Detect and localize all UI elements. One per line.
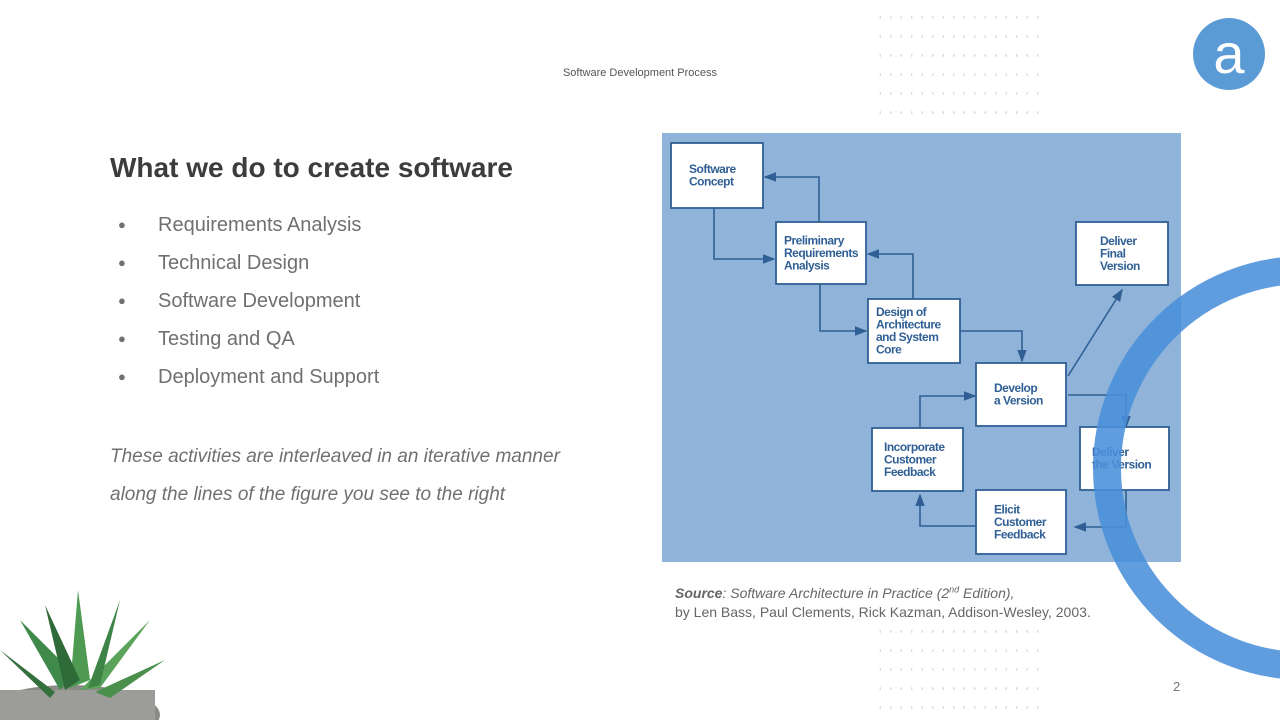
diagram-box-label: Concept	[689, 175, 734, 189]
dot-pattern-bottom	[875, 622, 1043, 720]
source-title: Software Architecture in Practice (2	[730, 584, 950, 601]
diagram-box-label: Architecture	[876, 318, 942, 332]
bullet-item: Software Development	[118, 286, 379, 324]
logo: a	[1193, 18, 1265, 90]
diagram-box-label: Core	[876, 343, 902, 357]
diagram-box-label: the Version	[1092, 458, 1151, 472]
diagram-box-label: Develop	[994, 381, 1037, 395]
iteration-note: These activities are interleaved in an i…	[110, 438, 560, 514]
bullet-item: Testing and QA	[118, 324, 379, 362]
diagram-box-label: Design of	[876, 305, 928, 319]
diagram-box-label: a Version	[994, 394, 1043, 408]
succulent-plant-image	[0, 590, 165, 720]
bullet-item: Deployment and Support	[118, 362, 379, 400]
bullet-item: Technical Design	[118, 248, 379, 286]
diagram-box-label: Software	[689, 162, 737, 176]
diagram-box-label: Deliver	[1100, 234, 1137, 248]
diagram-box-label: Elicit	[994, 502, 1020, 516]
superscript: nd	[949, 584, 960, 594]
source-title-end: Edition),	[959, 584, 1015, 601]
note-line: along the lines of the figure you see to…	[110, 484, 506, 505]
page-number: 2	[1173, 679, 1181, 694]
process-diagram: SoftwareConceptPreliminaryRequirementsAn…	[662, 133, 1181, 562]
diagram-box-label: Customer	[994, 515, 1047, 529]
diagram-box-label: Analysis	[784, 258, 830, 272]
source-label: Source	[675, 584, 723, 601]
diagram-box-label: Preliminary	[784, 233, 845, 247]
source-citation: Source: Software Architecture in Practic…	[675, 584, 1091, 620]
diagram-box-label: Final	[1100, 246, 1126, 260]
svg-text:a: a	[1213, 22, 1245, 85]
diagram-box-label: Version	[1100, 259, 1140, 273]
diagram-box-label: Incorporate	[884, 440, 945, 454]
source-byline: by Len Bass, Paul Clements, Rick Kazman,…	[675, 603, 1091, 620]
bullet-list: Requirements Analysis Technical Design S…	[118, 210, 379, 400]
slide-title: What we do to create software	[110, 152, 513, 183]
diagram-box-label: Customer	[884, 452, 937, 466]
bullet-item: Requirements Analysis	[118, 210, 379, 248]
dot-pattern-top	[875, 8, 1043, 128]
diagram-box-label: Feedback	[994, 527, 1046, 541]
diagram-box-label: Requirements	[784, 246, 859, 260]
diagram-box-label: Feedback	[884, 465, 936, 479]
diagram-box-label: and System	[876, 330, 938, 344]
note-line: These activities are interleaved in an i…	[110, 446, 560, 467]
slide-header: Software Development Process	[562, 67, 718, 79]
